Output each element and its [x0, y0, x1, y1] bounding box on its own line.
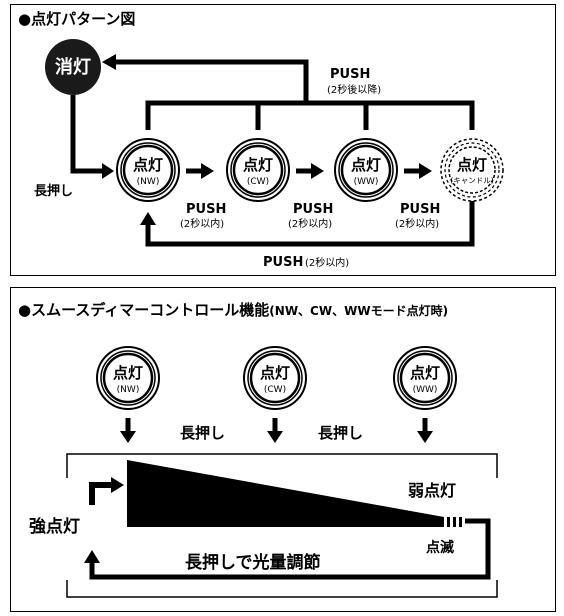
strong-label: 強点灯 — [29, 516, 80, 537]
candle-return-path — [145, 201, 475, 247]
dim-mode-cw-sub: (CW) — [264, 385, 286, 395]
push-arrow-3 — [404, 163, 432, 179]
dimmer-loop-path — [89, 518, 491, 580]
adjust-label: 長押しで光量調節 — [185, 552, 321, 573]
dim-long-press-1: 長押し — [180, 424, 225, 442]
hold-return-path — [112, 59, 475, 130]
push-short-3-label: PUSH — [400, 202, 440, 217]
blink-marks — [447, 517, 462, 527]
mode-ww-label: 点灯 — [351, 156, 381, 174]
dim-mode-nw-label: 点灯 — [113, 364, 143, 382]
dim-mode-ww-label: 点灯 — [410, 364, 440, 382]
hold-return-arrowhead — [102, 54, 116, 70]
smooth-dimmer-title: ●スムースディマーコントロール機能(NW、CW、WWモード点灯時) — [18, 303, 448, 318]
push-arrow-2 — [296, 163, 324, 179]
mode-cw: 点灯 (CW) — [225, 137, 291, 203]
push-short-3-note: (2秒以内) — [395, 217, 439, 230]
push-return-note: (2秒以内) — [305, 256, 349, 269]
off-label: 消灯 — [55, 56, 91, 78]
dimmer-loop-arrowhead — [84, 550, 100, 563]
mode-candle-sub: (キャンドル) — [450, 176, 493, 185]
push-short-2-label: PUSH — [293, 202, 333, 217]
dim-mode-cw-label: 点灯 — [260, 364, 290, 382]
off-state: 消灯 — [45, 39, 101, 95]
mode-cw-label: 点灯 — [243, 156, 273, 174]
mode-nw-sub: (NW) — [137, 177, 160, 187]
mode-ww: 点灯 (WW) — [333, 137, 399, 203]
long-press-label: 長押し — [34, 183, 73, 199]
blink-label: 点滅 — [426, 539, 454, 556]
dim-mode-ww: 点灯 (WW) — [392, 345, 458, 411]
strong-start-arrow — [89, 477, 124, 505]
push-hold-note: (2秒後以降) — [327, 83, 381, 96]
down-arrow-nw — [120, 418, 136, 443]
lighting-pattern-title: ●点灯パターン図 — [18, 10, 136, 28]
smooth-dimmer-title-text: ●スムースディマーコントロール機能 — [18, 301, 270, 319]
dim-mode-nw-sub: (NW) — [117, 385, 140, 395]
mode-nw: 点灯 (NW) — [115, 137, 181, 203]
dimmer-bracket — [66, 453, 498, 598]
mode-candle: 点灯 (キャンドル) — [440, 138, 504, 202]
down-arrow-ww — [417, 418, 433, 443]
dim-mode-ww-sub: (WW) — [413, 385, 438, 395]
long-press-arrowhead — [102, 163, 114, 179]
mode-ww-sub: (WW) — [354, 177, 379, 187]
push-return-label: PUSH — [263, 255, 303, 270]
mode-candle-label: 点灯 — [457, 156, 487, 174]
candle-return-arrowhead — [140, 212, 156, 225]
mode-nw-label: 点灯 — [133, 156, 163, 174]
long-press-path — [70, 95, 104, 174]
dim-long-press-2: 長押し — [318, 424, 363, 442]
down-arrow-cw — [267, 418, 283, 443]
push-short-1-label: PUSH — [186, 202, 226, 217]
mode-cw-sub: (CW) — [247, 177, 269, 187]
dim-mode-cw: 点灯 (CW) — [242, 345, 308, 411]
dim-mode-nw: 点灯 (NW) — [95, 345, 161, 411]
push-short-1-note: (2秒以内) — [180, 217, 224, 230]
push-hold-label: PUSH — [330, 67, 370, 82]
push-short-2-note: (2秒以内) — [288, 217, 332, 230]
dimming-wedge — [127, 460, 444, 527]
smooth-dimmer-panel — [10, 287, 556, 612]
weak-label: 弱点灯 — [408, 481, 456, 500]
push-arrow-1 — [186, 163, 214, 179]
smooth-dimmer-title-note: (NW、CW、WWモード点灯時) — [269, 304, 449, 318]
